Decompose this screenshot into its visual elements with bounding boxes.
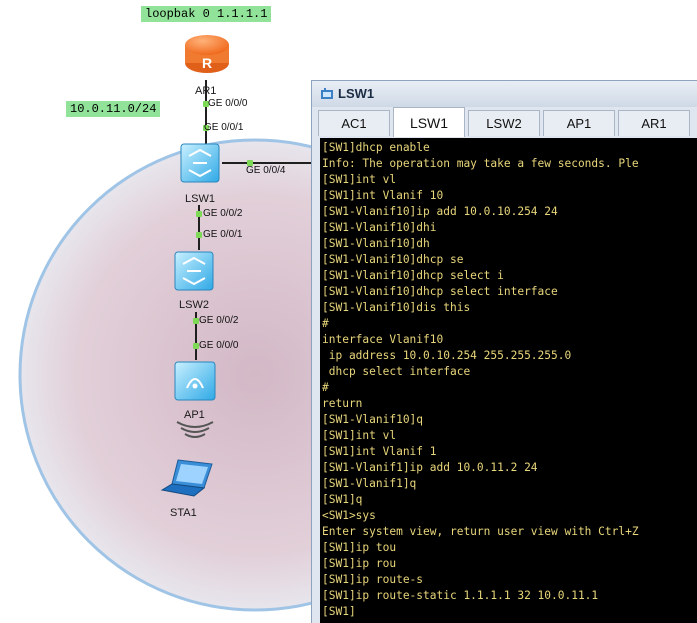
terminal-app-icon [321, 88, 333, 99]
console-tab-bar: AC1 LSW1 LSW2 AP1 AR1 [312, 107, 697, 137]
terminal-line: return [322, 397, 363, 410]
terminal-line: <SW1>sys [322, 509, 376, 522]
port-dot [196, 232, 202, 238]
tab-lsw2[interactable]: LSW2 [468, 110, 540, 136]
device-name-sta1: STA1 [170, 507, 197, 519]
terminal-line: [SW1]ip rou [322, 557, 397, 570]
port-dot [247, 160, 253, 166]
terminal-line: # [322, 317, 329, 330]
port-dot [193, 318, 199, 324]
access-point-icon [174, 361, 216, 438]
terminal-line: [SW1]int Vlanif 10 [322, 189, 444, 202]
terminal-line: [SW1]ip route-static 1.1.1.1 32 10.0.11.… [322, 589, 599, 602]
access-point-ap1[interactable] [173, 360, 219, 449]
terminal-line: ip address 10.0.10.254 255.255.255.0 [322, 349, 572, 362]
switch-icon [174, 251, 214, 291]
router-icon: R [185, 35, 229, 73]
console-title: LSW1 [338, 86, 375, 101]
device-name-ar1: AR1 [195, 85, 217, 97]
terminal-line: [SW1]int vl [322, 173, 397, 186]
terminal-line: [SW1]int Vlanif 1 [322, 445, 437, 458]
terminal-line: [SW1-Vlanif10]dhcp se [322, 253, 464, 266]
terminal-line: [SW1]int vl [322, 429, 397, 442]
terminal-line: [SW1-Vlanif1]q [322, 477, 417, 490]
tab-lsw1[interactable]: LSW1 [393, 107, 465, 137]
laptop-icon [160, 459, 213, 497]
tab-ap1[interactable]: AP1 [543, 110, 615, 136]
terminal-line: [SW1]dhcp enable [322, 141, 430, 154]
terminal-output[interactable]: [SW1]dhcp enable Info: The operation may… [320, 138, 697, 623]
terminal-line: # [322, 381, 329, 394]
switch-icon [180, 143, 220, 183]
port-label-lsw2-up: GE 0/0/1 [203, 229, 243, 240]
terminal-line: Info: The operation may take a few secon… [322, 157, 639, 170]
switch-lsw2[interactable] [173, 250, 217, 299]
terminal-prompt[interactable]: [SW1] [322, 605, 356, 618]
console-titlebar[interactable]: LSW1 [312, 81, 697, 107]
terminal-line: dhcp select interface [322, 365, 471, 378]
terminal-line: [SW1-Vlanif10]ip add 10.0.10.254 24 [322, 205, 558, 218]
terminal-line: [SW1]ip route-s [322, 573, 424, 586]
tab-ac1[interactable]: AC1 [318, 110, 390, 136]
port-label-ar1-down: GE 0/0/0 [208, 98, 248, 109]
loopback-label: loopbak 0 1.1.1.1 [141, 6, 272, 22]
switch-lsw1[interactable] [179, 142, 223, 191]
terminal-line: [SW1-Vlanif10]dh [322, 237, 430, 250]
terminal-line: Enter system view, return user view with… [322, 525, 639, 538]
terminal-line: [SW1-Vlanif10]q [322, 413, 424, 426]
router-ar1[interactable]: R [184, 32, 232, 81]
device-name-lsw1: LSW1 [185, 193, 215, 205]
terminal-line: [SW1-Vlanif10]dhcp select interface [322, 285, 558, 298]
terminal-line: [SW1-Vlanif1]ip add 10.0.11.2 24 [322, 461, 538, 474]
terminal-line: [SW1]ip tou [322, 541, 397, 554]
port-dot [203, 125, 209, 131]
port-dot [196, 211, 202, 217]
device-name-ap1: AP1 [184, 409, 205, 421]
port-label-lsw2-down: GE 0/0/2 [199, 315, 239, 326]
svg-text:R: R [202, 55, 212, 71]
station-sta1[interactable] [160, 458, 220, 505]
port-label-lsw1-up: GE 0/0/1 [204, 122, 244, 133]
port-label-lsw1-right: GE 0/0/4 [246, 165, 286, 176]
terminal-line: [SW1-Vlanif10]dis this [322, 301, 471, 314]
terminal-line: [SW1-Vlanif10]dhi [322, 221, 437, 234]
terminal-line: [SW1-Vlanif10]dhcp select i [322, 269, 504, 282]
subnet-label: 10.0.11.0/24 [66, 101, 161, 117]
port-dot [193, 343, 199, 349]
console-window[interactable]: LSW1 AC1 LSW1 LSW2 AP1 AR1 [SW1]dhcp ena… [311, 80, 697, 623]
terminal-line: interface Vlanif10 [322, 333, 444, 346]
port-label-lsw1-down: GE 0/0/2 [203, 208, 243, 219]
port-dot [203, 101, 209, 107]
port-label-ap1-up: GE 0/0/0 [199, 340, 239, 351]
device-name-lsw2: LSW2 [179, 299, 209, 311]
terminal-line: [SW1]q [322, 493, 363, 506]
tab-ar1[interactable]: AR1 [618, 110, 690, 136]
